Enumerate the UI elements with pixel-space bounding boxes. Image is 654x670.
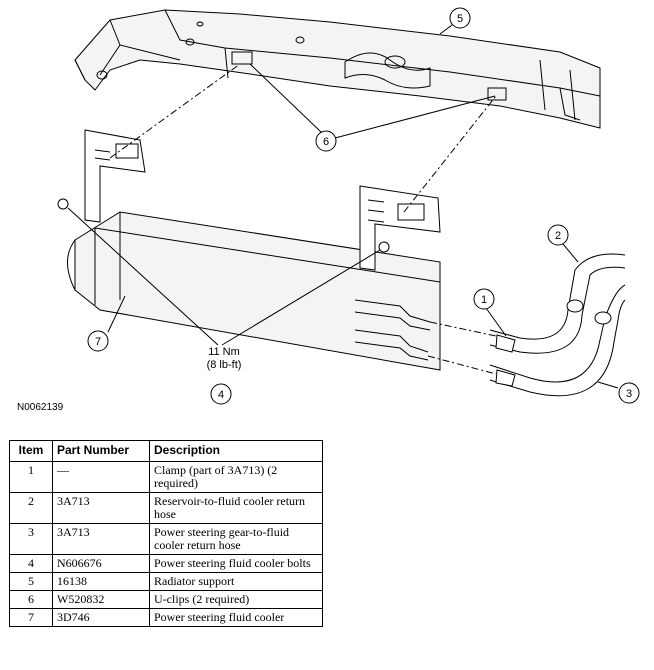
alignment-lines	[109, 63, 497, 375]
row-description: Power steering fluid cooler bolts	[149, 554, 323, 573]
row-part-number: 16138	[52, 572, 150, 591]
table-row: 2 3A713 Reservoir-to-fluid cooler return…	[9, 492, 323, 524]
callout-1: 1	[481, 294, 487, 306]
row-item: 7	[9, 608, 53, 627]
hoses-drawing	[489, 253, 626, 397]
row-item: 1	[9, 461, 53, 493]
callout-3: 3	[626, 388, 632, 400]
table-row: 1 — Clamp (part of 3A713) (2 required)	[9, 461, 323, 493]
figure-id: N0062139	[17, 402, 64, 413]
callout-5: 5	[457, 13, 463, 25]
torque-imperial: (8 lb-ft)	[206, 359, 242, 371]
row-description: Power steering gear-to-fluid cooler retu…	[149, 523, 323, 555]
row-description: U-clips (2 required)	[149, 590, 323, 609]
row-item: 6	[9, 590, 53, 609]
row-description: Reservoir-to-fluid cooler return hose	[149, 492, 323, 524]
table-row: 3 3A713 Power steering gear-to-fluid coo…	[9, 523, 323, 555]
row-description: Clamp (part of 3A713) (2 required)	[149, 461, 323, 493]
header-item: Item	[9, 440, 53, 462]
exploded-view-illustration: 1 2 3 4 5 6 7	[57, 7, 640, 405]
row-description: Radiator support	[149, 572, 323, 591]
row-description: Power steering fluid cooler	[149, 608, 323, 627]
parts-table: Item Part Number Description 1 — Clamp (…	[9, 440, 323, 627]
callout-6: 6	[323, 136, 329, 148]
callout-circles	[87, 7, 640, 405]
row-part-number: 3A713	[52, 523, 150, 555]
row-part-number: —	[52, 461, 150, 493]
table-row: 5 16138 Radiator support	[9, 572, 323, 591]
row-part-number: N606676	[52, 554, 150, 573]
callout-7: 7	[95, 336, 101, 348]
table-header-row: Item Part Number Description	[9, 440, 323, 462]
fluid-cooler-drawing	[57, 129, 441, 371]
torque-metric: 11 Nm	[208, 346, 240, 358]
header-description: Description	[149, 440, 323, 462]
table-row: 7 3D746 Power steering fluid cooler	[9, 608, 323, 627]
callout-4: 4	[218, 389, 224, 401]
row-item: 5	[9, 572, 53, 591]
row-item: 2	[9, 492, 53, 524]
callout-2: 2	[555, 230, 561, 242]
row-part-number: W520832	[52, 590, 150, 609]
torque-spec: 11 Nm (8 lb-ft)	[196, 346, 252, 372]
row-part-number: 3D746	[52, 608, 150, 627]
row-item: 4	[9, 554, 53, 573]
header-part-number: Part Number	[52, 440, 150, 462]
table-row: 4 N606676 Power steering fluid cooler bo…	[9, 554, 323, 573]
row-item: 3	[9, 523, 53, 555]
row-part-number: 3A713	[52, 492, 150, 524]
radiator-support-drawing	[74, 9, 601, 129]
table-row: 6 W520832 U-clips (2 required)	[9, 590, 323, 609]
